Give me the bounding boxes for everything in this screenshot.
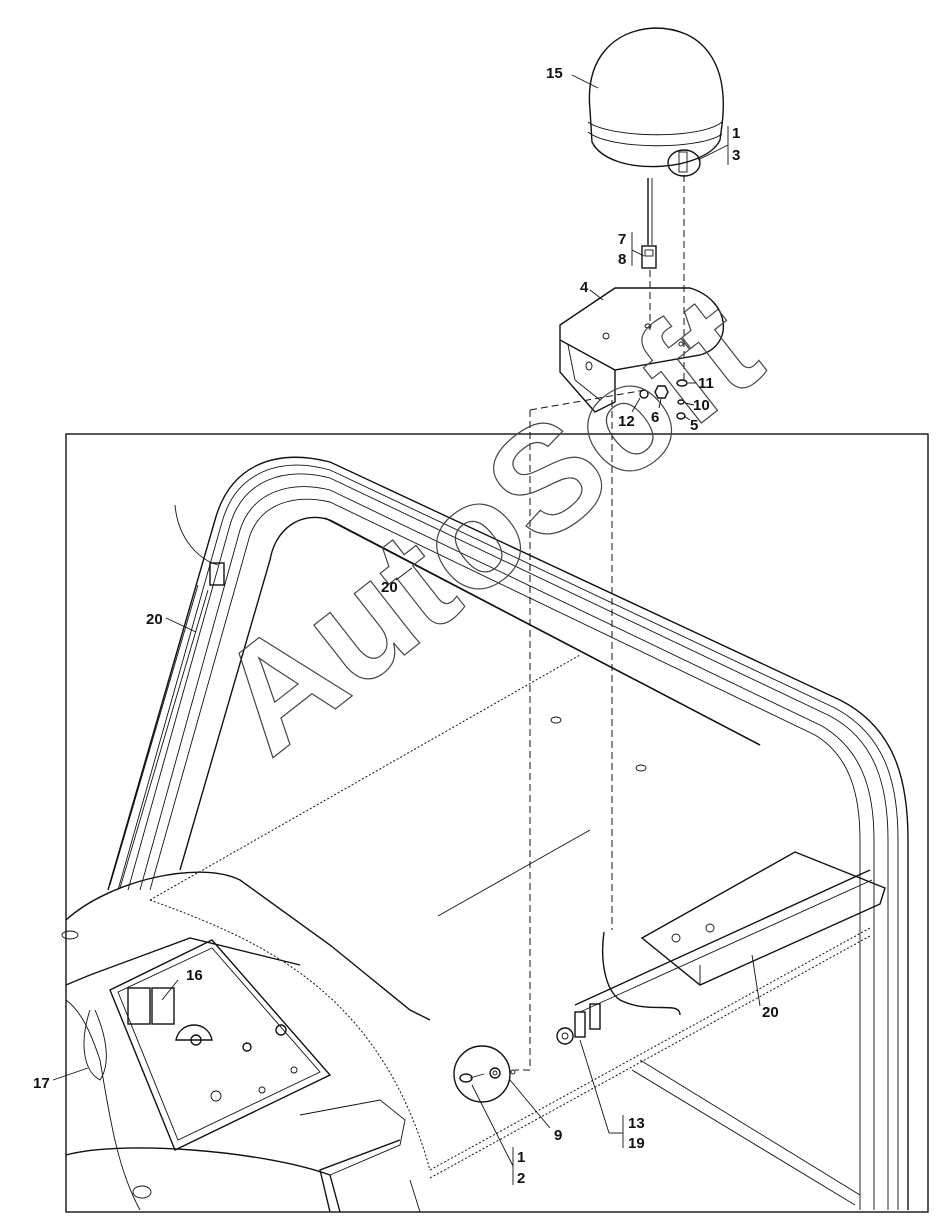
connector-plug <box>641 245 657 269</box>
callout-4: 4 <box>580 279 589 296</box>
callout-20-right: 20 <box>762 1004 779 1021</box>
callout-19: 19 <box>628 1135 645 1152</box>
callout-20-top: 20 <box>381 579 398 596</box>
callout-1-top: 1 <box>732 125 740 142</box>
leader-lines <box>52 74 761 1185</box>
callout-5: 5 <box>690 417 698 434</box>
callout-16: 16 <box>186 967 203 984</box>
callout-11: 11 <box>698 375 714 392</box>
callout-15: 15 <box>546 65 563 82</box>
detail-frame <box>65 433 929 1213</box>
callouts: 15 1 3 7 8 4 11 10 5 12 6 20 20 20 16 17… <box>33 65 779 1187</box>
roof-panel <box>149 654 647 1171</box>
mounting-bracket <box>559 287 724 413</box>
detail-circle <box>453 1045 516 1103</box>
callout-13: 13 <box>628 1115 645 1132</box>
watermark-text: AutoSoft <box>186 263 788 785</box>
cab-rollbar <box>107 456 909 1210</box>
hardware-stack <box>639 379 688 420</box>
callout-12: 12 <box>618 413 635 430</box>
watermark: AutoSoft <box>186 262 790 785</box>
callout-9: 9 <box>554 1127 562 1144</box>
callout-2: 2 <box>517 1170 525 1187</box>
callout-17: 17 <box>33 1075 50 1092</box>
callout-7: 7 <box>618 231 626 248</box>
wiring-bracket <box>429 851 886 1206</box>
callout-6: 6 <box>651 409 659 426</box>
callout-1-bottom: 1 <box>517 1149 525 1166</box>
cab-console <box>61 871 431 1213</box>
alignment-lines <box>515 175 685 1071</box>
callout-8: 8 <box>618 251 626 268</box>
callout-3: 3 <box>732 147 740 164</box>
beacon-light <box>587 27 724 245</box>
callout-10: 10 <box>693 397 710 414</box>
callout-20-left: 20 <box>146 611 163 628</box>
